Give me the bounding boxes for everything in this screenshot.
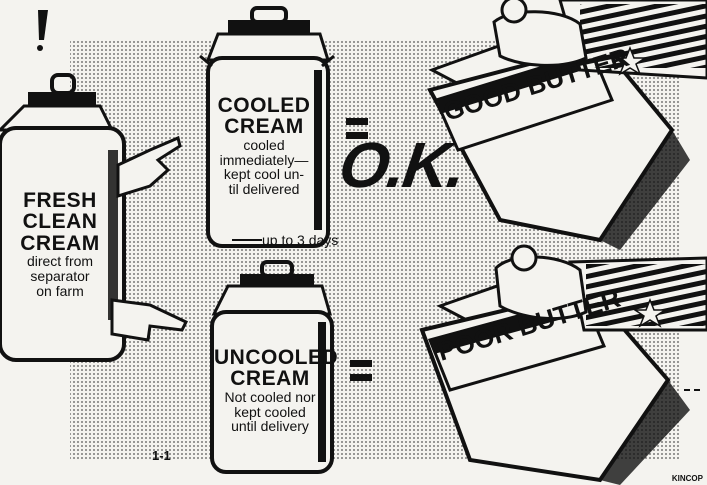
artist-credit: KINCOP	[672, 474, 703, 483]
cooled-line-2: CREAM	[212, 116, 316, 137]
ok-verdict: O.K.	[335, 128, 469, 202]
fresh-line-4: direct from	[4, 254, 116, 269]
fresh-line-1: FRESH	[4, 190, 116, 211]
exclamation-mark	[37, 10, 48, 51]
cooled-line-1: COOLED	[212, 95, 316, 116]
uncooled-line-2: CREAM	[214, 368, 326, 389]
uncooled-line-3: Not cooled nor	[214, 390, 326, 405]
figure-mark: 1-1	[152, 448, 171, 463]
uncooled-cream-label: UNCOOLED CREAM Not cooled nor kept coole…	[214, 347, 326, 434]
uncooled-line-1: UNCOOLED	[214, 347, 326, 368]
delivery-window-note: up to 3 days	[262, 233, 372, 248]
fresh-line-2: CLEAN	[4, 211, 116, 232]
cooled-line-3: cooled	[212, 138, 316, 153]
cooled-line-4: immediately—	[212, 153, 316, 168]
cooled-line-6: til delivered	[212, 182, 316, 197]
fresh-line-6: on farm	[4, 284, 116, 299]
cooled-line-5: kept cool un-	[212, 167, 316, 182]
fresh-cream-label: FRESH CLEAN CREAM direct from separator …	[4, 190, 116, 298]
cooled-cream-label: COOLED CREAM cooled immediately— kept co…	[212, 95, 316, 197]
uncooled-line-5: until delivery	[214, 419, 326, 434]
fresh-line-3: CREAM	[4, 233, 116, 254]
uncooled-line-4: kept cooled	[214, 405, 326, 420]
fresh-line-5: separator	[4, 269, 116, 284]
